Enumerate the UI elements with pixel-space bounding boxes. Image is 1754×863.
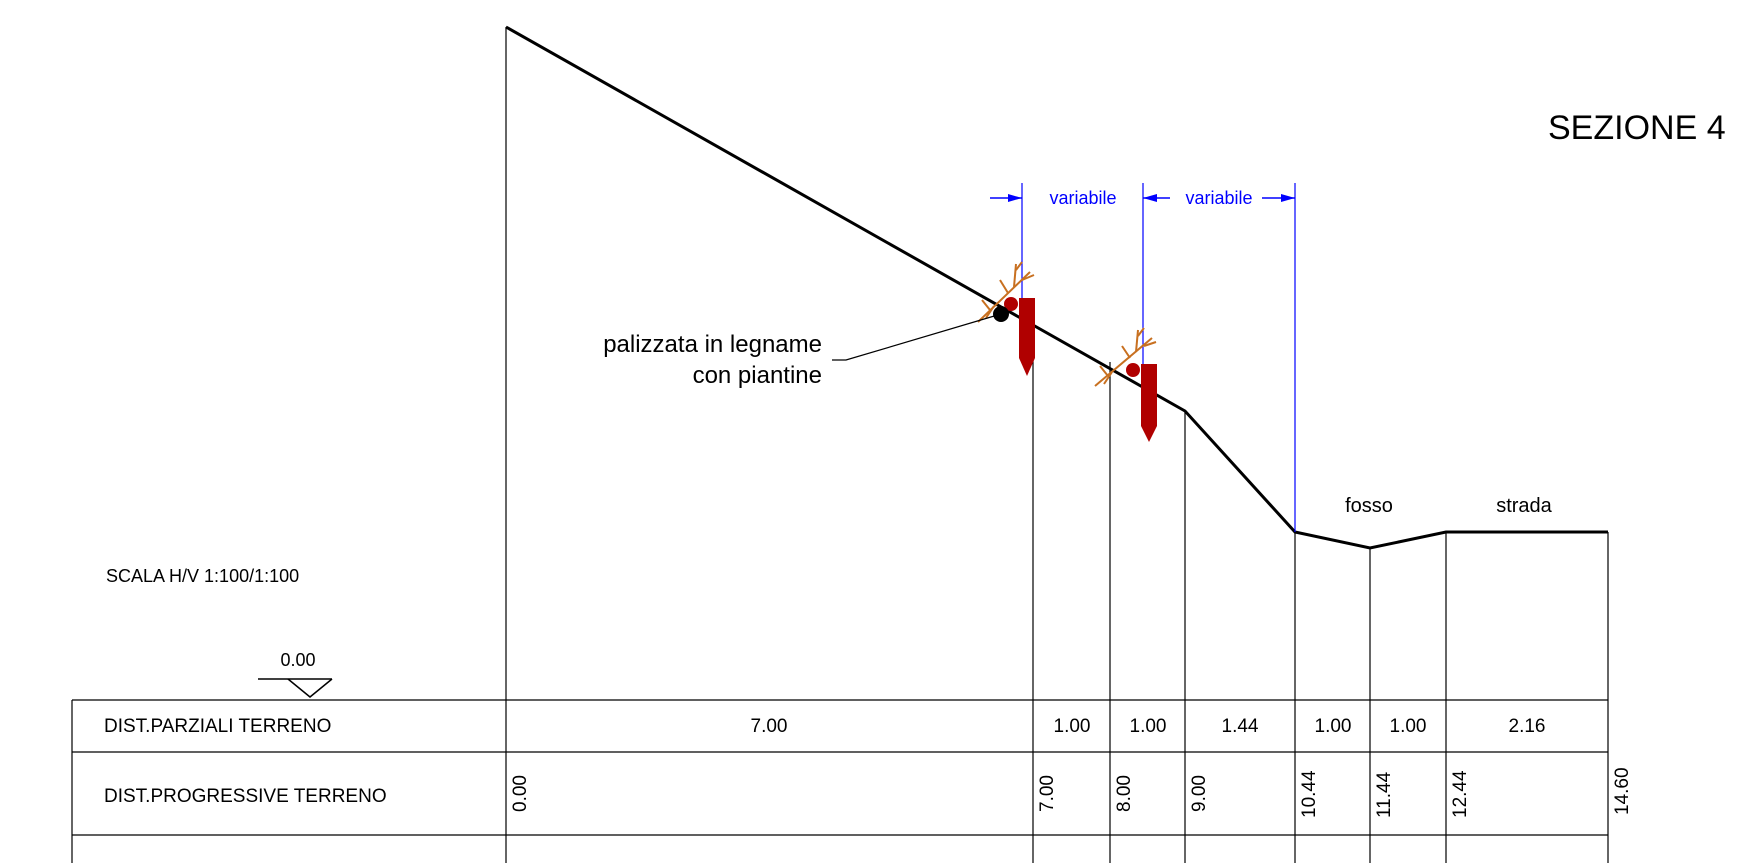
- partial-distance-cell: 1.44: [1222, 716, 1259, 737]
- dimension-label-1: variabile: [1049, 188, 1116, 208]
- section-title: SEZIONE 4: [1548, 109, 1726, 147]
- partial-distance-cell: 1.00: [1130, 716, 1167, 737]
- zone-label-fosso: fosso: [1345, 495, 1393, 517]
- progressive-distance-cell: 9.00: [1189, 775, 1210, 812]
- partial-distance-cell: 1.00: [1054, 716, 1091, 737]
- dimension-lines: variabile variabile: [990, 183, 1296, 532]
- palisade-stake-1: [993, 297, 1035, 376]
- distance-table: DIST.PARZIALI TERRENO DIST.PROGRESSIVE T…: [71, 699, 1633, 863]
- scale-label: SCALA H/V 1:100/1:100: [106, 566, 299, 586]
- plant-icon-2: [1094, 327, 1157, 387]
- palisade-stake-2: [1126, 363, 1157, 442]
- plant-icon-1: [977, 261, 1035, 323]
- terrain-profile-line: [505, 25, 1608, 550]
- partial-distance-cell: 2.16: [1509, 716, 1546, 737]
- zone-label-strada: strada: [1496, 495, 1552, 517]
- dimension-label-2: variabile: [1185, 188, 1252, 208]
- progressive-distance-cell: 14.60: [1612, 767, 1633, 815]
- section-verticals: [505, 27, 1609, 863]
- partial-distance-cell: 1.00: [1315, 716, 1352, 737]
- row-label-partial: DIST.PARZIALI TERRENO: [104, 716, 331, 737]
- partial-distance-cell: 7.00: [751, 716, 788, 737]
- progressive-distance-cell: 10.44: [1299, 770, 1320, 818]
- annotation-leader-line: [832, 313, 1002, 361]
- annotation-line-2: con piantine: [693, 362, 822, 389]
- partial-distance-cell: 1.00: [1390, 716, 1427, 737]
- row-label-progressive: DIST.PROGRESSIVE TERRENO: [104, 786, 387, 807]
- palisade-annotation: palizzata in legname con piantine: [603, 313, 1002, 389]
- progressive-distance-cell: 12.44: [1450, 770, 1471, 818]
- annotation-line-1: palizzata in legname: [603, 331, 822, 358]
- progressive-distance-cell: 11.44: [1374, 771, 1395, 818]
- datum-value: 0.00: [280, 650, 315, 670]
- progressive-distance-cell: 0.00: [510, 775, 531, 812]
- datum-marker: 0.00: [258, 650, 333, 698]
- progressive-distance-cell: 7.00: [1037, 775, 1058, 812]
- progressive-distance-cell: 8.00: [1114, 775, 1135, 812]
